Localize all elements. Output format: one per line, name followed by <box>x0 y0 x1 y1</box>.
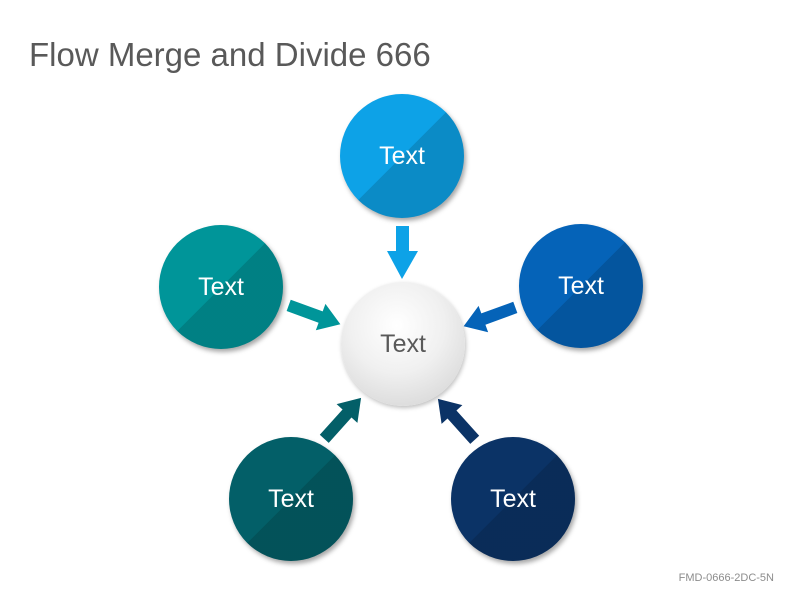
node-bottom-left-label: Text <box>268 484 314 513</box>
node-left-label: Text <box>198 272 244 301</box>
arrow-top-to-center <box>387 226 418 279</box>
node-left: Text <box>159 225 283 349</box>
arrow-right-to-center <box>463 301 518 333</box>
node-top: Text <box>340 94 464 218</box>
node-top-label: Text <box>379 141 425 170</box>
arrow-left-to-center <box>286 299 341 331</box>
node-right: Text <box>519 224 643 348</box>
footer-code: FMD-0666-2DC-5N <box>678 572 774 584</box>
arrow-bottomleft-to-center <box>319 397 362 443</box>
page-title: Flow Merge and Divide 666 <box>29 36 431 73</box>
arrow-bottomright-to-center <box>437 398 480 444</box>
node-center-label: Text <box>380 329 426 358</box>
node-center: Text <box>341 282 465 406</box>
node-bottom-right-label: Text <box>490 484 536 513</box>
node-bottom-left: Text <box>229 437 353 561</box>
node-bottom-right: Text <box>451 437 575 561</box>
node-right-label: Text <box>558 271 604 300</box>
